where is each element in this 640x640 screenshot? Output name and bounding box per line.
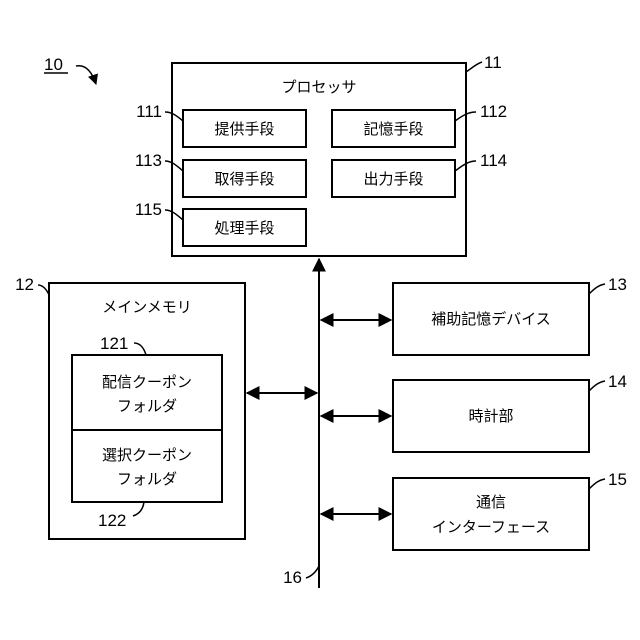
processor-title: プロセッサ [281, 78, 356, 96]
figure-ref-10: 10 [44, 55, 96, 84]
figure-ref-arrow [76, 66, 96, 84]
unit-provide-leader [165, 112, 183, 121]
processor-block: プロセッサ 11 提供手段 111 記憶手段 112 取得手段 113 出力手段… [135, 53, 507, 256]
folder-delivered-ref: 121 [100, 334, 128, 353]
aux-storage-ref: 13 [608, 275, 627, 294]
comm-leader [589, 479, 605, 489]
clock-ref: 14 [608, 372, 627, 391]
unit-output-ref: 114 [480, 151, 507, 170]
figure-ref-label: 10 [44, 55, 63, 74]
unit-provide-ref: 111 [136, 102, 162, 121]
main-memory-ref: 12 [15, 275, 34, 294]
bus-ref: 16 [283, 568, 302, 587]
main-memory-block: メインメモリ 12 配信クーポン フォルダ 121 選択クーポン フォルダ 12… [15, 275, 245, 539]
aux-storage-leader [589, 284, 605, 294]
unit-acquire: 取得手段 113 [135, 151, 306, 197]
bus-leader [306, 566, 319, 578]
unit-process-label: 処理手段 [214, 219, 274, 237]
unit-output-label: 出力手段 [363, 170, 423, 188]
folder-selected-ref: 122 [98, 511, 126, 530]
unit-output: 出力手段 114 [332, 151, 507, 197]
unit-process-ref: 115 [135, 200, 162, 219]
unit-provide-label: 提供手段 [214, 120, 274, 138]
unit-process-leader [165, 210, 183, 220]
clock-block: 時計部 14 [393, 372, 627, 452]
unit-acquire-leader [165, 161, 183, 171]
comm-line2: インターフェース [432, 518, 550, 536]
unit-acquire-ref: 113 [135, 151, 162, 170]
comm-block: 通信 インターフェース 15 [393, 470, 627, 550]
unit-store: 記憶手段 112 [332, 102, 507, 147]
unit-process: 処理手段 115 [135, 200, 306, 246]
folder-delivered-leader [134, 343, 146, 355]
main-memory-leader [38, 285, 49, 295]
clock-leader [589, 381, 605, 391]
folder-selected: 選択クーポン フォルダ 122 [72, 430, 222, 530]
unit-store-ref: 112 [480, 102, 507, 121]
folder-delivered-line2: フォルダ [117, 397, 177, 415]
comm-frame [393, 478, 589, 550]
folder-selected-leader [133, 502, 144, 516]
aux-storage-block: 補助記憶デバイス 13 [393, 275, 627, 355]
comm-line1: 通信 [476, 493, 506, 511]
folder-selected-line1: 選択クーポン [102, 446, 192, 464]
folder-selected-line2: フォルダ [117, 470, 177, 488]
folder-delivered-frame [72, 355, 222, 430]
unit-provide: 提供手段 111 [136, 102, 306, 147]
unit-store-label: 記憶手段 [363, 120, 423, 138]
folder-delivered: 配信クーポン フォルダ 121 [72, 334, 222, 430]
processor-leader [466, 62, 482, 72]
unit-acquire-label: 取得手段 [214, 170, 274, 188]
aux-storage-label: 補助記憶デバイス [431, 310, 551, 328]
bus: 16 [247, 259, 391, 588]
processor-ref: 11 [484, 53, 502, 72]
main-memory-title: メインメモリ [102, 298, 192, 316]
clock-label: 時計部 [468, 407, 513, 425]
comm-ref: 15 [608, 470, 627, 489]
folder-delivered-line1: 配信クーポン [102, 373, 192, 391]
folder-selected-frame [72, 430, 222, 502]
